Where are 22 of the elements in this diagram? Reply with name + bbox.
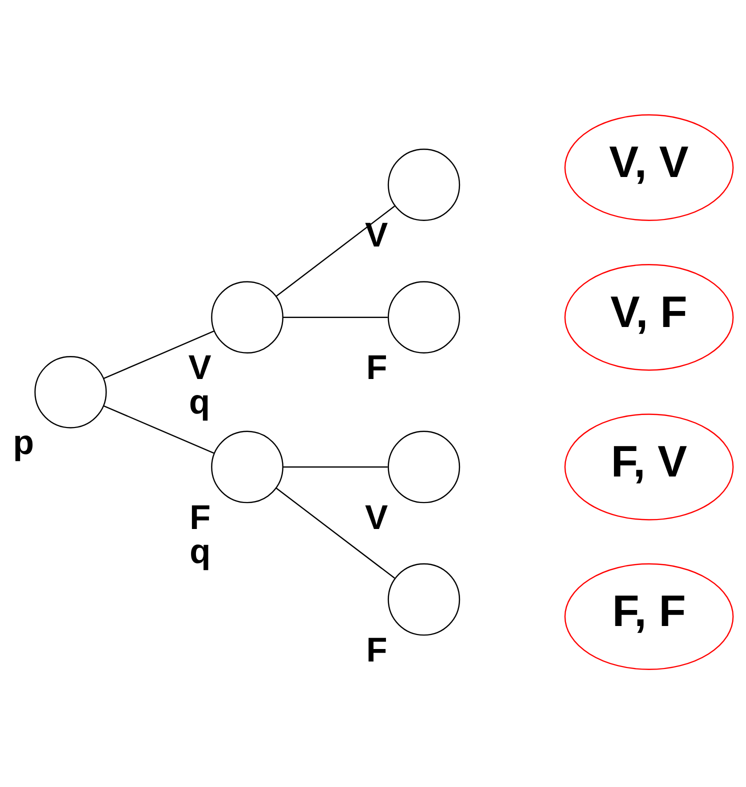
node-ellipse: F, V <box>564 413 734 520</box>
node-label: F <box>366 348 388 387</box>
connector <box>276 487 395 578</box>
connector <box>104 330 215 378</box>
node-label: F <box>366 630 388 669</box>
connector <box>104 404 215 454</box>
node-circle <box>388 148 460 221</box>
connector <box>276 205 395 296</box>
node-circle <box>211 280 284 354</box>
node-circle <box>388 562 460 636</box>
node-ellipse: F, F <box>564 562 734 670</box>
node-label: p <box>12 423 34 462</box>
node-ellipse: V, F <box>564 263 734 370</box>
node-label: V <box>365 216 388 254</box>
node-circle <box>34 355 107 428</box>
node-ellipse: V, V <box>564 114 734 221</box>
node-circle <box>211 430 284 503</box>
connector <box>282 316 388 318</box>
connector <box>282 466 388 468</box>
node-label: V <box>365 498 388 536</box>
node-circle <box>388 280 460 354</box>
node-circle <box>388 430 460 503</box>
